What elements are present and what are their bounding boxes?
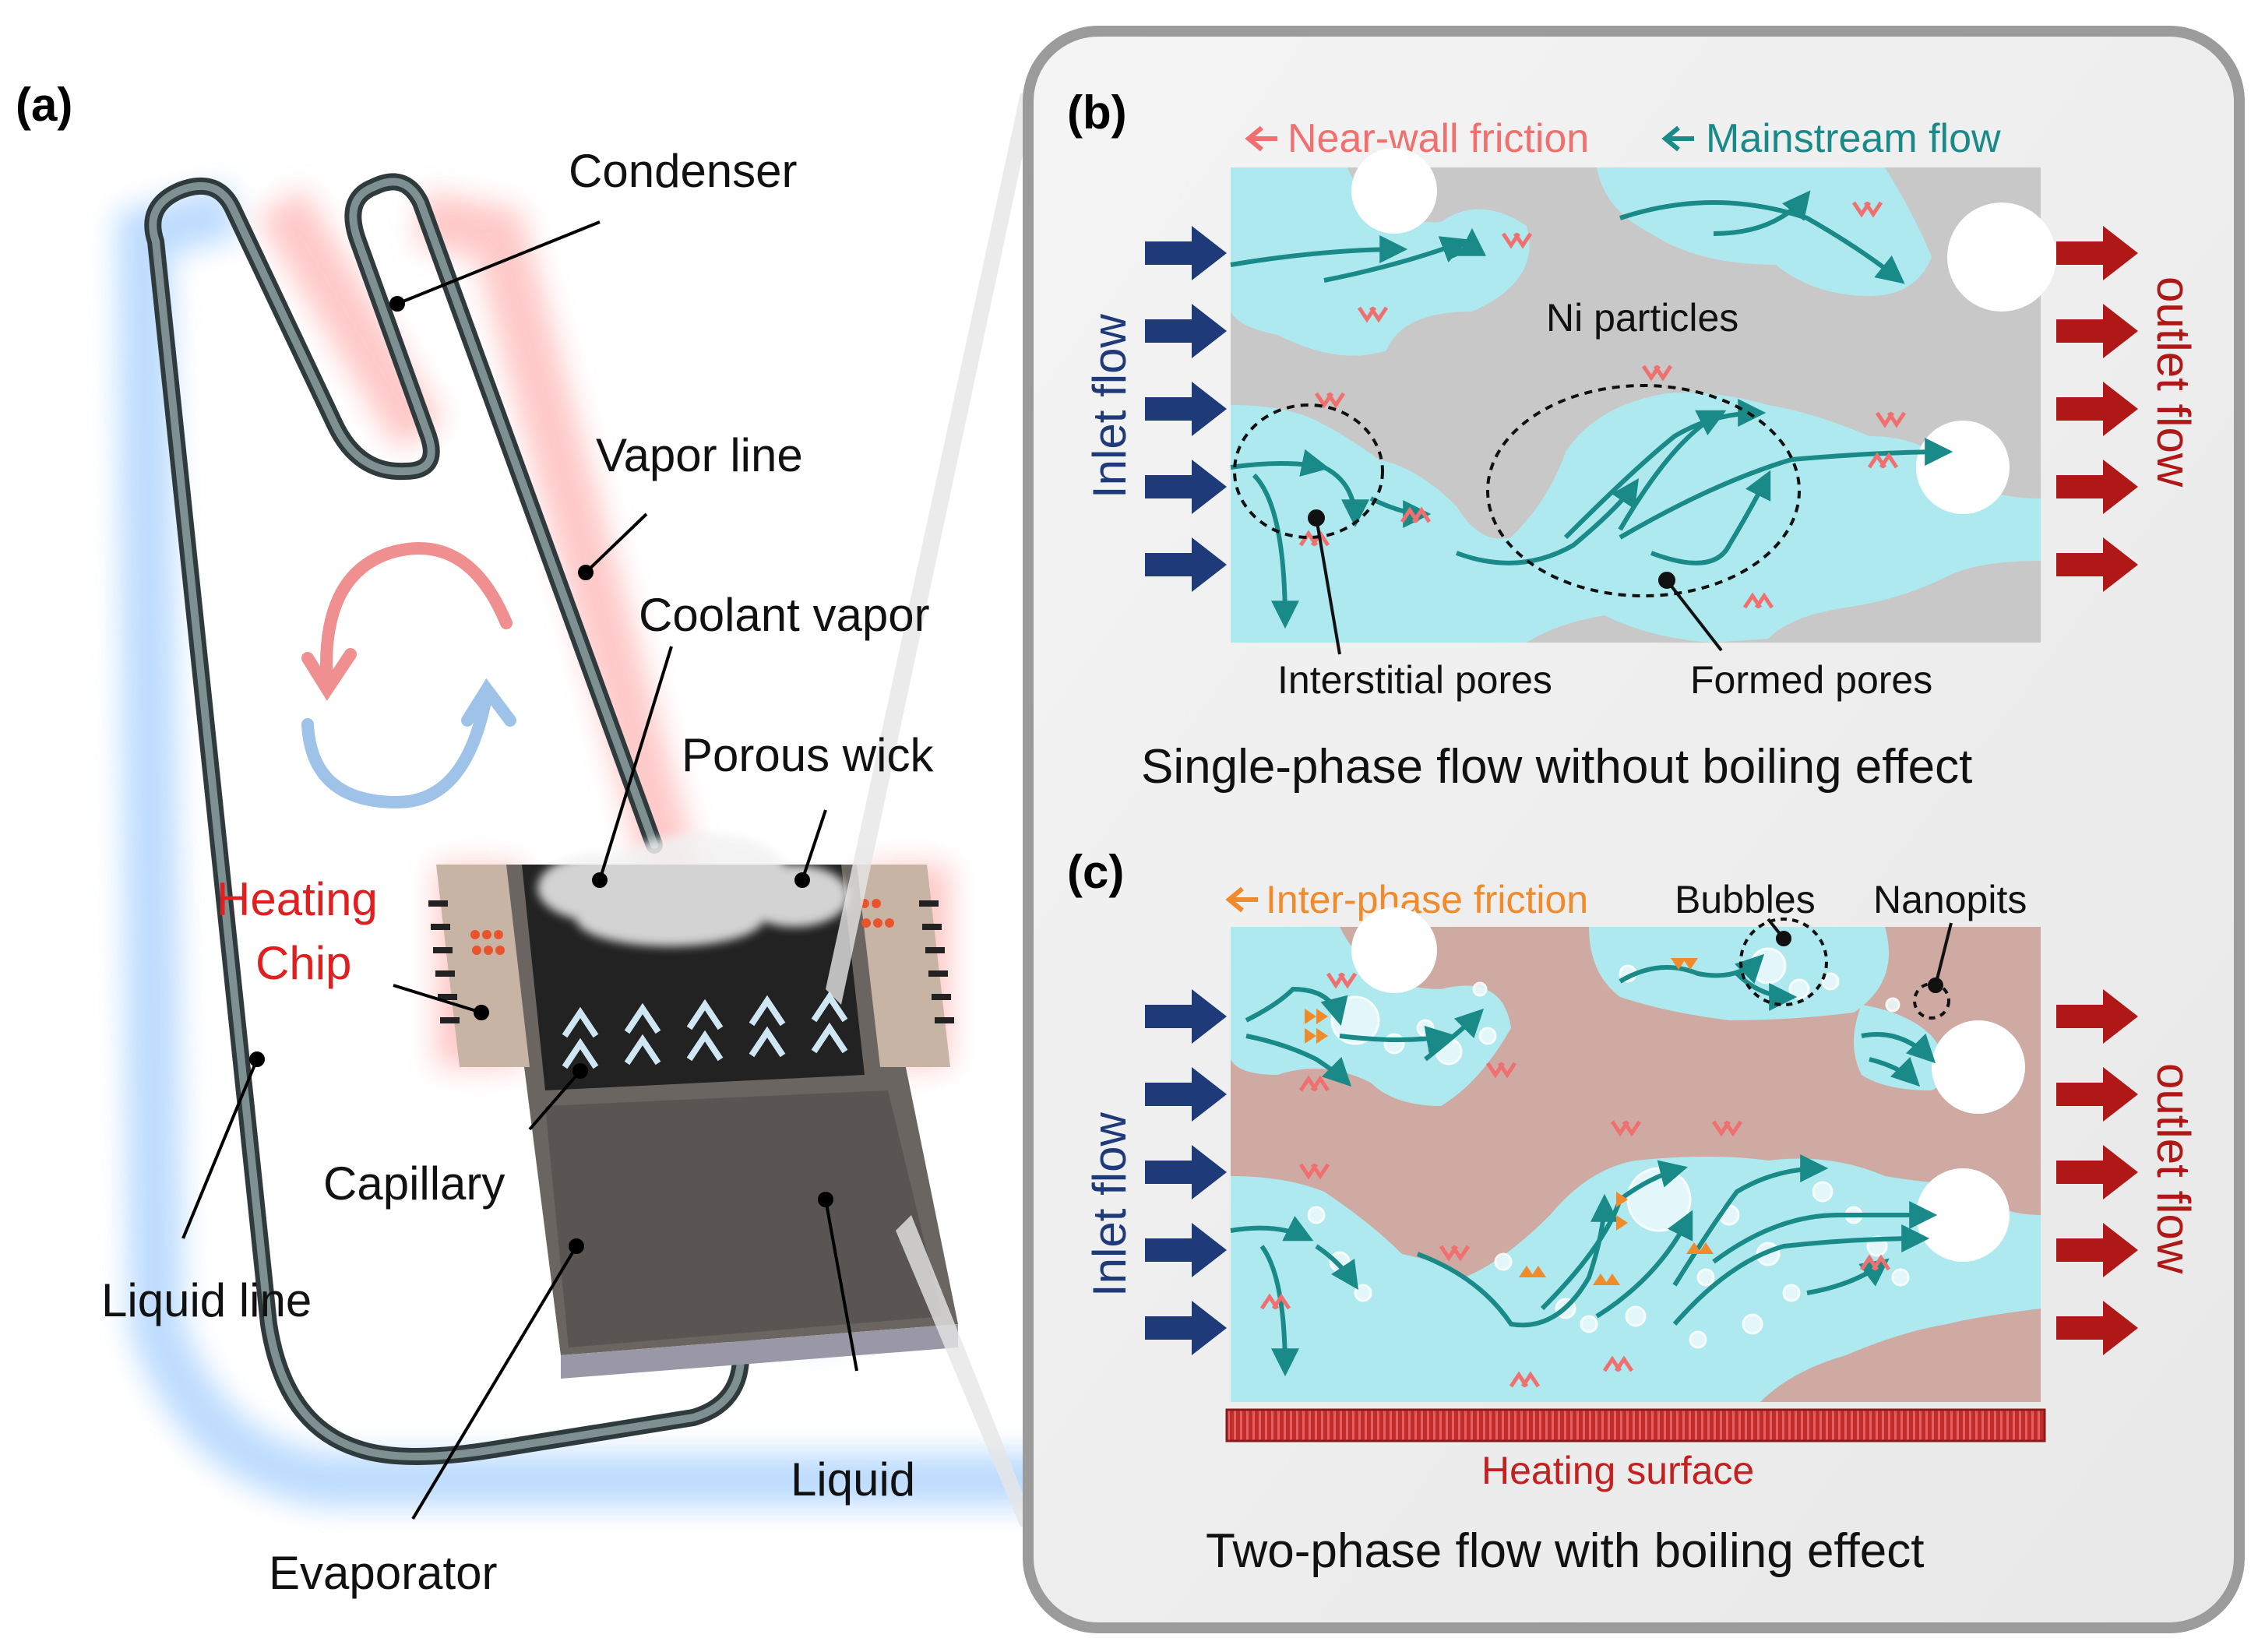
liquid-label: Liquid: [791, 1453, 915, 1506]
porous-region-b: [1231, 148, 2056, 643]
leader-lines: [181, 220, 858, 1520]
inlet-arrows-b: [1145, 226, 1227, 592]
bubble-nanopit-circles: [1739, 918, 1950, 1020]
mainstream-streamlines-b: [1230, 190, 1953, 629]
heating-surface-label: Heating surface: [1481, 1449, 1754, 1492]
chip-pins: [428, 900, 954, 1023]
evaporator-label: Evaporator: [269, 1547, 498, 1599]
panel-c-labels: Heating surface Inlet flow outlet flow T…: [1083, 1063, 2200, 1578]
pore-leaders-b: [1308, 509, 1723, 655]
condenser-label: Condenser: [569, 145, 798, 197]
near-wall-friction-markers-b: [1298, 201, 1907, 609]
mainstream-streamlines-c: [1230, 953, 1938, 1377]
circulation-arrows: [301, 542, 516, 809]
outlet-flow-label-c: outlet flow: [2147, 1063, 2200, 1274]
liquid-line-label: Liquid line: [101, 1274, 312, 1326]
inter-phase-friction-legend: Inter-phase friction: [1266, 878, 1588, 921]
heating-chip-left: [436, 865, 530, 1067]
evaporator: [428, 833, 958, 1379]
bubbles-label: Bubbles: [1675, 878, 1816, 921]
heating-surface-bar: [1225, 1408, 2046, 1442]
coolant-vapor-label: Coolant vapor: [639, 589, 930, 641]
capillary-label: Capillary: [323, 1157, 505, 1210]
near-wall-friction-legend: Near-wall friction: [1288, 116, 1589, 161]
panel-b-label: (b): [1067, 86, 1127, 139]
mainstream-flow-legend-icon: [1661, 125, 1694, 152]
panel-b-labels: Ni particles Interstitial pores Formed p…: [1083, 277, 2200, 794]
formed-pores-label: Formed pores: [1690, 658, 1932, 702]
vapor-cloud: [537, 833, 849, 946]
heating-chip-right: [857, 865, 950, 1067]
near-wall-friction-markers-c: [1259, 972, 1891, 1388]
heating-chip-label-2: Chip: [255, 937, 351, 989]
panel-b: (b) Near-wall friction Mainstream flow: [1067, 86, 2200, 794]
panel-b-legend: Near-wall friction Mainstream flow: [1245, 116, 2001, 161]
outlet-arrows-b: [2056, 226, 2138, 592]
ni-particles-label: Ni particles: [1546, 296, 1738, 340]
inlet-flow-label-b: Inlet flow: [1083, 314, 1136, 498]
inter-phase-friction-legend-icon: [1225, 886, 1258, 913]
inlet-flow-label-c: Inlet flow: [1083, 1112, 1136, 1297]
panel-a: (a): [16, 79, 1168, 1599]
zoom-funnel: [826, 93, 1036, 1527]
inlet-arrows-c: [1145, 989, 1227, 1355]
panel-a-labels: Condenser Vapor line Coolant vapor Porou…: [101, 145, 934, 1599]
bubble-nanopit-leaders: [1767, 918, 1953, 993]
heating-chip-label-1: Heating: [217, 873, 378, 925]
vapor-line-label: Vapor line: [596, 429, 803, 481]
interstitial-pores-label: Interstitial pores: [1277, 658, 1552, 702]
panel-c-legend: Inter-phase friction Bubbles Nanopits: [1225, 878, 2027, 921]
near-wall-friction-legend-icon: [1245, 125, 1277, 152]
panel-b-caption: Single-phase flow without boiling effect: [1141, 740, 1972, 794]
outlet-arrows-c: [2056, 989, 2138, 1355]
porous-region-c: [1231, 907, 2041, 1402]
pore-circles-b: [1233, 384, 1801, 597]
panel-c: (c) Inter-phase friction Bubbles Nanopit…: [1067, 846, 2200, 1578]
panel-c-caption: Two-phase flow with boiling effect: [1206, 1524, 1924, 1578]
panel-a-label: (a): [16, 79, 72, 131]
mainstream-flow-legend: Mainstream flow: [1706, 116, 2001, 161]
panel-c-label: (c): [1067, 846, 1124, 898]
porous-wick-label: Porous wick: [682, 729, 934, 781]
nanopits-label: Nanopits: [1873, 878, 2027, 921]
outlet-flow-label-b: outlet flow: [2147, 277, 2200, 488]
capillary-chevrons: [562, 991, 848, 1069]
inter-phase-friction-markers: [1305, 958, 1714, 1285]
